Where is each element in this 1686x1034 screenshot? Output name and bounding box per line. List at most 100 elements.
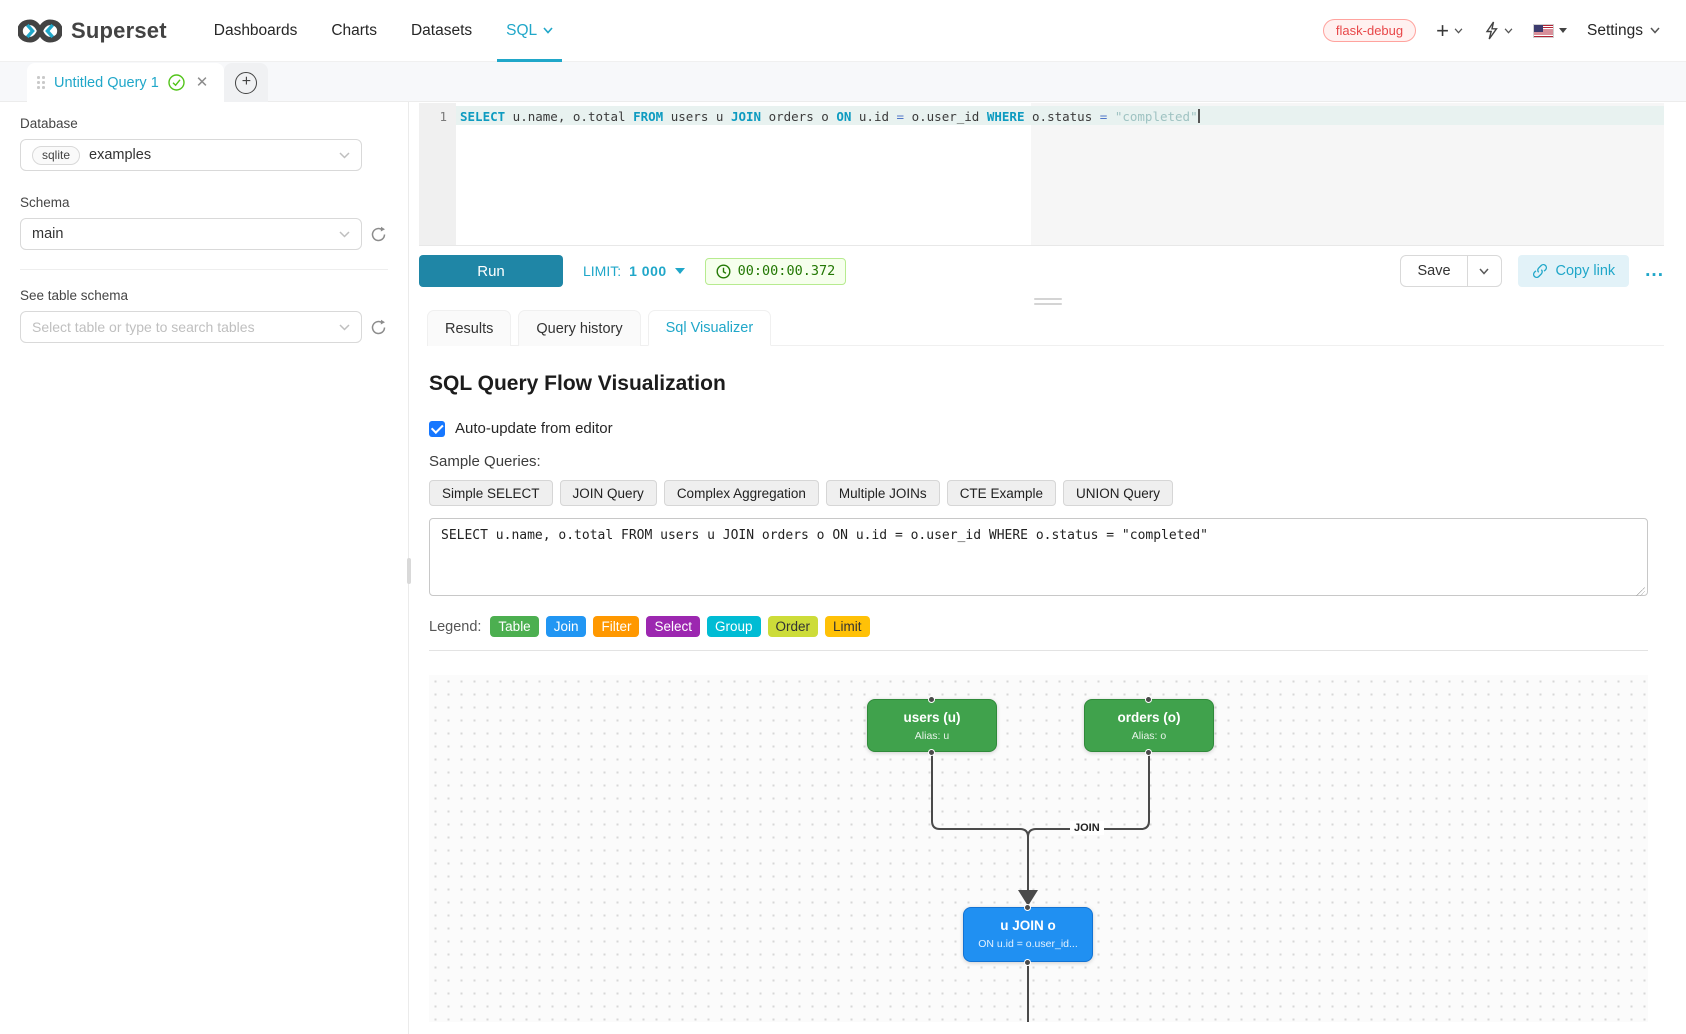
- run-button[interactable]: Run: [419, 255, 563, 287]
- edge-label-join: JOIN: [1070, 821, 1104, 835]
- sql-code-line: SELECT u.name, o.total FROM users u JOIN…: [460, 109, 1200, 124]
- more-actions-button[interactable]: ...: [1645, 260, 1664, 282]
- query-tab-label: Untitled Query 1: [54, 74, 159, 91]
- nav-dashboards[interactable]: Dashboards: [213, 21, 298, 39]
- chevron-down-icon: [1650, 27, 1660, 34]
- chevron-down-icon: [1479, 268, 1489, 275]
- sample-union-query-button[interactable]: UNION Query: [1062, 480, 1173, 506]
- table-select-placeholder: Select table or type to search tables: [32, 319, 255, 335]
- save-button[interactable]: Save: [1417, 263, 1451, 279]
- database-value: examples: [89, 147, 152, 163]
- nav-charts[interactable]: Charts: [331, 21, 377, 39]
- node-handle[interactable]: [927, 748, 935, 756]
- save-split-button: Save: [1400, 255, 1502, 287]
- drag-handle-icon[interactable]: [37, 76, 45, 89]
- link-icon: [1532, 264, 1547, 278]
- flow-edges: [931, 755, 1150, 1022]
- chevron-down-icon: [339, 323, 350, 331]
- flow-canvas[interactable]: JOIN users (u) Alias: u orders (o) Alias…: [429, 675, 1648, 1022]
- table-select[interactable]: Select table or type to search tables: [20, 311, 362, 343]
- brand-name: Superset: [71, 17, 167, 43]
- plus-circle-icon: +: [235, 71, 258, 94]
- sample-simple-select-button[interactable]: Simple SELECT: [429, 480, 553, 506]
- node-handle[interactable]: [1144, 695, 1152, 703]
- flow-node-users[interactable]: users (u) Alias: u: [867, 695, 997, 756]
- refresh-tables-icon[interactable]: [370, 319, 387, 336]
- lightning-icon: [1485, 21, 1498, 40]
- tab-query-history[interactable]: Query history: [518, 310, 641, 346]
- query-tab-active[interactable]: Untitled Query 1 ✕: [27, 63, 225, 102]
- legend-group-badge: Group: [707, 616, 761, 637]
- legend-order-badge: Order: [767, 616, 819, 637]
- database-select[interactable]: sqlite examples: [20, 139, 362, 171]
- legend-row: Legend: Table Join Filter Select Group O…: [429, 616, 1686, 637]
- sql-visualizer-panel: SQL Query Flow Visualization Auto-update…: [409, 346, 1686, 1022]
- new-query-tab-button[interactable]: +: [224, 63, 269, 102]
- schema-label: Schema: [20, 195, 70, 210]
- sample-join-query-button[interactable]: JOIN Query: [559, 480, 657, 506]
- schema-select[interactable]: main: [20, 218, 362, 250]
- sql-editor[interactable]: 1 SELECT u.name, o.total FROM users u JO…: [419, 103, 1664, 245]
- settings-menu[interactable]: Settings: [1587, 22, 1660, 40]
- close-tab-icon[interactable]: ✕: [195, 74, 209, 91]
- legend-select-badge: Select: [646, 616, 700, 637]
- pane-splitter-handle[interactable]: [407, 558, 411, 584]
- limit-value: 1 000: [629, 263, 667, 279]
- tab-results[interactable]: Results: [427, 310, 512, 346]
- sample-multiple-joins-button[interactable]: Multiple JOINs: [825, 480, 940, 506]
- limit-label: LIMIT:: [583, 263, 622, 279]
- flow-node-orders[interactable]: orders (o) Alias: o: [1084, 695, 1214, 756]
- text-cursor: [1197, 109, 1200, 123]
- node-handle[interactable]: [1023, 903, 1031, 911]
- result-tabs: Results Query history Sql Visualizer: [427, 310, 1664, 346]
- query-text-input[interactable]: SELECT u.name, o.total FROM users u JOIN…: [429, 518, 1648, 596]
- us-flag-icon: [1532, 23, 1554, 38]
- chevron-down-icon: [543, 27, 553, 34]
- refresh-schemas-icon[interactable]: [370, 226, 387, 243]
- query-timer: 00:00:00.372: [704, 257, 847, 285]
- editor-gutter: 1: [419, 103, 456, 245]
- check-circle-icon: [168, 74, 185, 91]
- query-search-menu[interactable]: [1483, 21, 1513, 40]
- section-divider: [429, 650, 1648, 651]
- top-navbar: Superset Dashboards Charts Datasets SQL …: [0, 0, 1686, 62]
- language-picker[interactable]: [1532, 23, 1567, 38]
- active-line-highlight: [456, 106, 1664, 125]
- node-handle[interactable]: [1023, 958, 1031, 966]
- arrowhead-icon: [1018, 890, 1038, 906]
- node-handle[interactable]: [1144, 748, 1152, 756]
- flow-node-join[interactable]: u JOIN o ON u.id = o.user_id...: [963, 903, 1093, 966]
- sidebar-divider: [20, 269, 388, 270]
- panel-title: SQL Query Flow Visualization: [429, 372, 726, 395]
- nav-sql[interactable]: SQL: [489, 0, 570, 62]
- caret-down-icon: [674, 268, 685, 274]
- superset-logo[interactable]: Superset: [18, 18, 167, 44]
- pane-resize-handle[interactable]: [409, 296, 1686, 306]
- print-margin-zone: [1031, 103, 1664, 245]
- limit-dropdown[interactable]: LIMIT: 1 000: [583, 263, 685, 279]
- legend-filter-badge: Filter: [593, 616, 640, 637]
- chevron-down-icon: [1454, 27, 1463, 34]
- tab-sql-visualizer[interactable]: Sql Visualizer: [647, 310, 772, 346]
- nav-datasets[interactable]: Datasets: [410, 21, 473, 39]
- editor-toolbar: Run LIMIT: 1 000 00:00:00.372 Save: [419, 245, 1664, 296]
- chevron-down-icon: [339, 151, 350, 159]
- sample-query-buttons: Simple SELECT JOIN Query Complex Aggrega…: [429, 480, 1686, 506]
- sample-queries-label: Sample Queries:: [429, 453, 541, 470]
- plus-icon: +: [1436, 17, 1449, 43]
- new-item-menu[interactable]: +: [1436, 17, 1463, 43]
- node-handle[interactable]: [927, 695, 935, 703]
- copy-link-button[interactable]: Copy link: [1517, 255, 1630, 287]
- save-options-button[interactable]: [1466, 256, 1501, 286]
- database-label: Database: [20, 116, 78, 131]
- caret-down-icon: [1558, 28, 1567, 33]
- sample-complex-aggregation-button[interactable]: Complex Aggregation: [663, 480, 819, 506]
- editor-code-area[interactable]: SELECT u.name, o.total FROM users u JOIN…: [456, 103, 1664, 245]
- auto-update-row[interactable]: Auto-update from editor: [429, 420, 1686, 437]
- legend-limit-badge: Limit: [825, 616, 870, 637]
- chevron-down-icon: [1504, 27, 1513, 34]
- legend-label: Legend:: [429, 618, 482, 635]
- database-engine-tag: sqlite: [32, 145, 81, 165]
- auto-update-checkbox[interactable]: [429, 420, 445, 437]
- sample-cte-example-button[interactable]: CTE Example: [946, 480, 1056, 506]
